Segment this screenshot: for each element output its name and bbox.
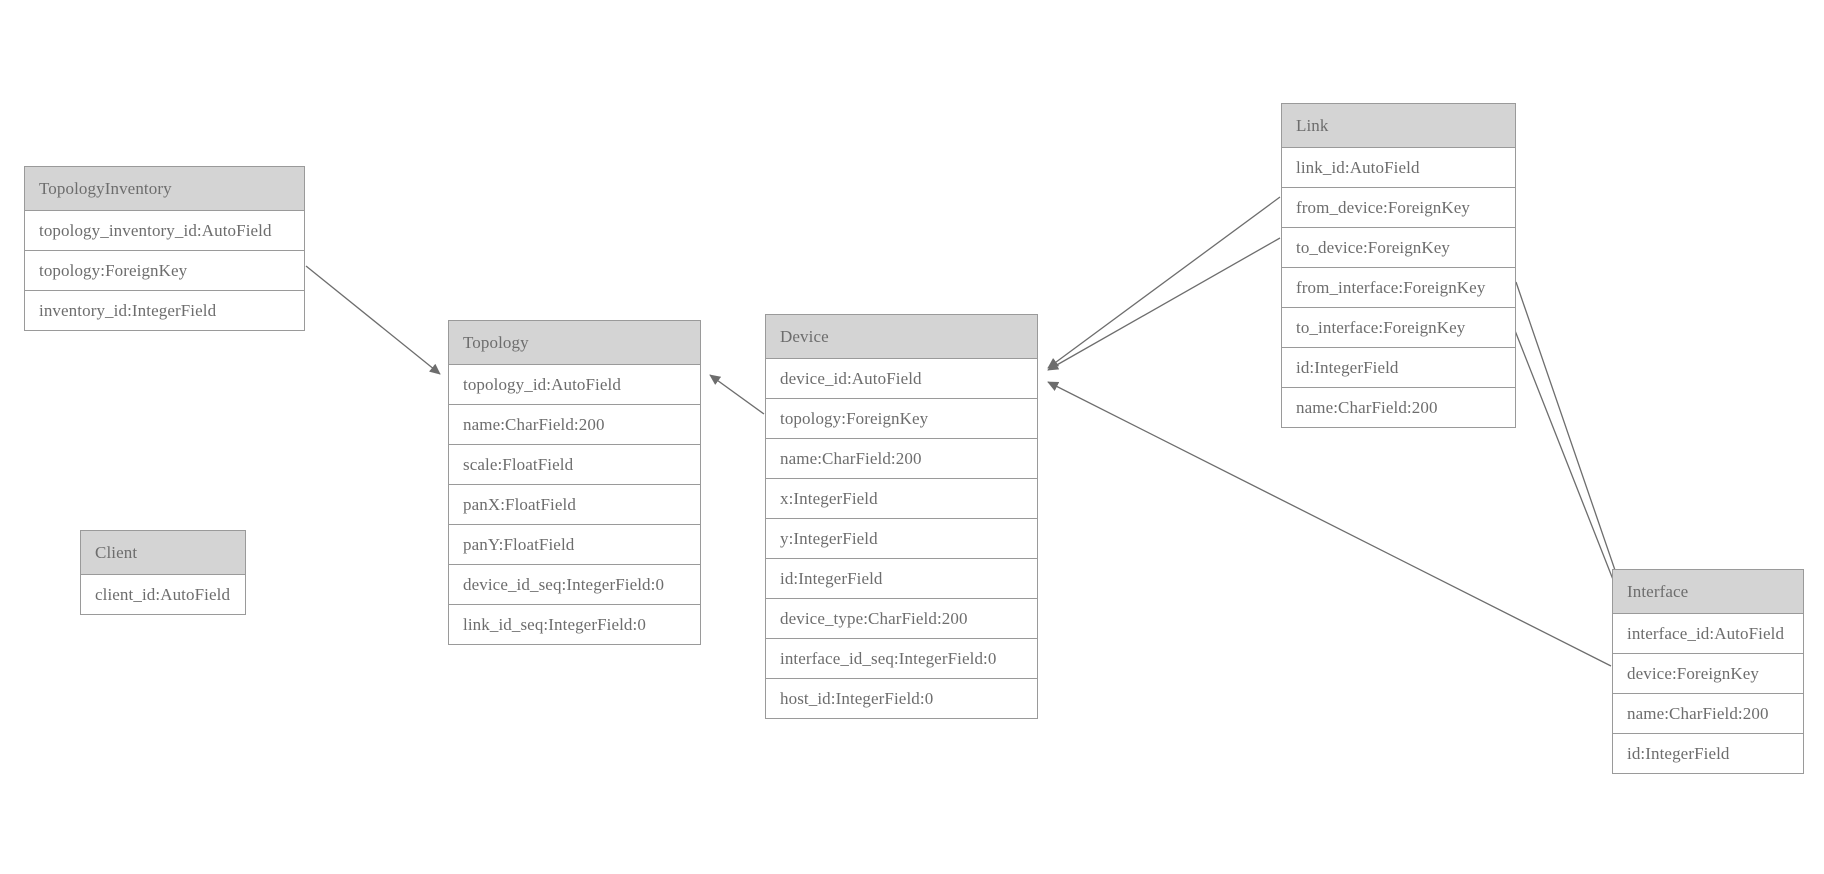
entity-field: to_device:ForeignKey [1282,228,1515,268]
entity-field: client_id:AutoField [81,575,245,614]
entity-title: Device [766,315,1037,359]
entity-field: name:CharField:200 [449,405,700,445]
entity-field: device:ForeignKey [1613,654,1803,694]
entity-field: scale:FloatField [449,445,700,485]
entity-field: id:IntegerField [1613,734,1803,773]
edge-link-from-device [1047,196,1281,369]
entity-topology[interactable]: Topology topology_id:AutoField name:Char… [448,320,701,645]
entity-title: Client [81,531,245,575]
entity-field: link_id:AutoField [1282,148,1515,188]
entity-field: interface_id:AutoField [1613,614,1803,654]
entity-field: name:CharField:200 [1613,694,1803,734]
entity-field: link_id_seq:IntegerField:0 [449,605,700,644]
entity-device[interactable]: Device device_id:AutoField topology:Fore… [765,314,1038,719]
entity-field: topology_inventory_id:AutoField [25,211,304,251]
edge-device-topology [709,374,765,415]
edge-topologyinventory-topology [305,265,441,375]
entity-title: TopologyInventory [25,167,304,211]
entity-field: topology:ForeignKey [766,399,1037,439]
entity-title: Interface [1613,570,1803,614]
entity-field: device_type:CharField:200 [766,599,1037,639]
entity-field: from_device:ForeignKey [1282,188,1515,228]
entity-field: name:CharField:200 [766,439,1037,479]
entity-field: host_id:IntegerField:0 [766,679,1037,718]
edge-link-to-device [1047,237,1281,371]
entity-field: interface_id_seq:IntegerField:0 [766,639,1037,679]
edge-link-from-interface [1515,281,1630,609]
entity-field: panY:FloatField [449,525,700,565]
entity-field: inventory_id:IntegerField [25,291,304,330]
entity-link[interactable]: Link link_id:AutoField from_device:Forei… [1281,103,1516,428]
entity-field: id:IntegerField [1282,348,1515,388]
entity-field: to_interface:ForeignKey [1282,308,1515,348]
entity-client[interactable]: Client client_id:AutoField [80,530,246,615]
entity-field: y:IntegerField [766,519,1037,559]
entity-field: panX:FloatField [449,485,700,525]
entity-field: x:IntegerField [766,479,1037,519]
entity-field: device_id_seq:IntegerField:0 [449,565,700,605]
entity-field: id:IntegerField [766,559,1037,599]
edge-link-to-interface [1511,322,1626,611]
entity-field: name:CharField:200 [1282,388,1515,427]
entity-interface[interactable]: Interface interface_id:AutoField device:… [1612,569,1804,774]
entity-field: device_id:AutoField [766,359,1037,399]
entity-topologyinventory[interactable]: TopologyInventory topology_inventory_id:… [24,166,305,331]
entity-field: topology_id:AutoField [449,365,700,405]
entity-field: from_interface:ForeignKey [1282,268,1515,308]
entity-field: topology:ForeignKey [25,251,304,291]
entity-title: Topology [449,321,700,365]
entity-title: Link [1282,104,1515,148]
